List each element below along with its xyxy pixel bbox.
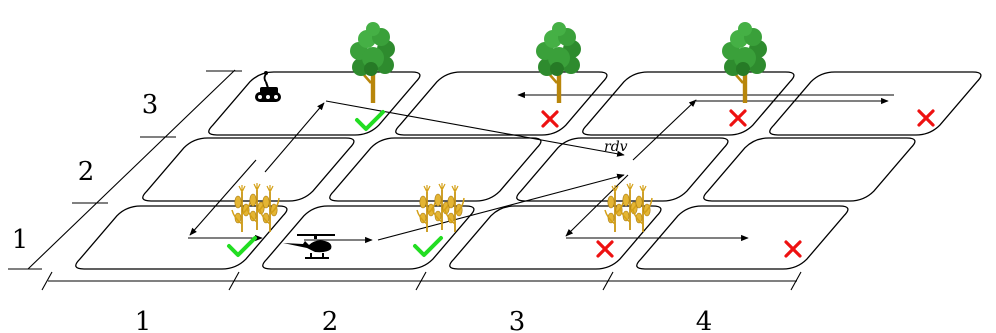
cross-icon xyxy=(729,109,747,127)
grid-cell-r2-c1 xyxy=(142,137,355,202)
row-labels: 1 2 3 xyxy=(12,90,159,255)
path-heli-to-rdv xyxy=(377,173,625,241)
grid-cell-r1-c1 xyxy=(75,205,288,270)
grid-cell-r2-c4 xyxy=(703,137,916,202)
tree-icon xyxy=(348,20,397,105)
crop-icon xyxy=(232,183,279,232)
grid-cell-r1-c3 xyxy=(449,205,662,270)
row-label-2: 2 xyxy=(78,157,95,187)
grid-cell-r3-c1 xyxy=(208,71,421,136)
grid-cell-r3-c4 xyxy=(769,71,982,136)
tree-icon xyxy=(720,20,769,105)
row-label-3: 3 xyxy=(142,90,159,120)
cross-icon xyxy=(596,240,614,258)
path-robot-to-rdv xyxy=(325,100,625,157)
grid-cell-r2-c3 xyxy=(516,137,729,202)
trees xyxy=(348,20,769,105)
rendezvous-label: rdv xyxy=(604,139,628,155)
column-label-3: 3 xyxy=(509,307,526,333)
row-label-1: 1 xyxy=(12,225,29,255)
grid-cell-r1-c2 xyxy=(262,205,475,270)
cross-icon xyxy=(541,110,559,128)
path-rdv-up xyxy=(632,99,697,161)
check-icon xyxy=(413,236,443,257)
crop-icon xyxy=(417,183,464,232)
column-labels: 1 2 3 4 xyxy=(135,307,713,333)
grid-cell-r3-c2 xyxy=(395,71,608,136)
column-label-4: 4 xyxy=(696,307,713,333)
path-robot-down xyxy=(189,159,257,236)
tree-icon xyxy=(534,20,583,105)
grid-cells xyxy=(75,71,982,270)
grid-cell-r2-c2 xyxy=(329,137,542,202)
path-robot-up xyxy=(264,102,325,173)
crops xyxy=(232,183,652,232)
cross-icon xyxy=(917,109,935,127)
ground-robot-icon xyxy=(255,71,281,102)
grid-cell-r3-c3 xyxy=(582,71,795,136)
column-label-2: 2 xyxy=(322,307,339,333)
grid-cell-r1-c4 xyxy=(636,205,849,270)
check-icon xyxy=(355,110,385,131)
cross-icon xyxy=(784,240,802,258)
axis-guides xyxy=(8,69,802,291)
path-rdv-down xyxy=(565,174,629,237)
vehicle-paths xyxy=(188,91,894,244)
column-label-1: 1 xyxy=(135,307,152,333)
helicopter-icon xyxy=(283,234,335,259)
